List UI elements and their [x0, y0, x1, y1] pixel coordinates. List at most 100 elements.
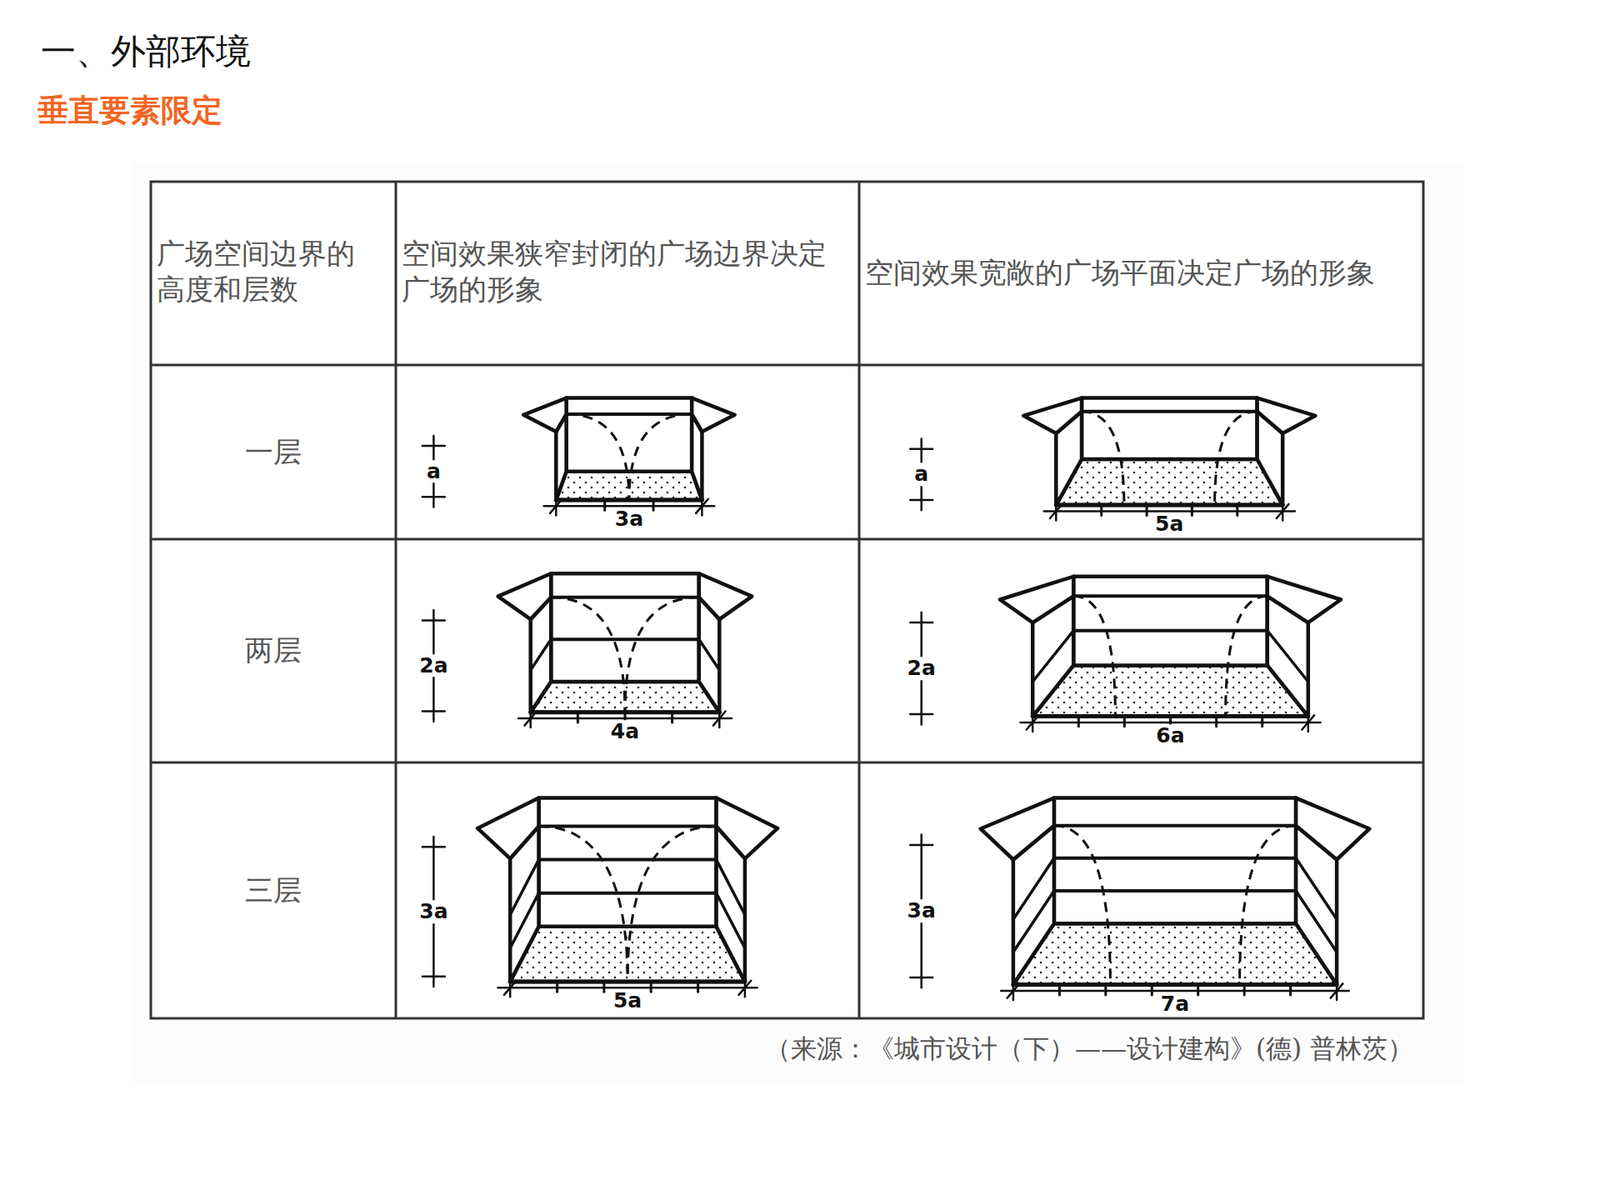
table-header: 空间效果狭窄封闭的广场边界决定 广场的形象 [401, 235, 852, 307]
roof-flap [699, 573, 753, 620]
floor-line [539, 825, 717, 829]
view-arc [539, 826, 629, 983]
dimension-tick [670, 714, 674, 723]
floor-line [1054, 889, 1296, 893]
view-arc [1225, 595, 1268, 716]
row-label: 三层 [245, 871, 302, 910]
roof-flap [1267, 576, 1341, 623]
floor-line [1013, 890, 1055, 953]
dimension-tick [422, 975, 445, 979]
dimension-tick [422, 445, 445, 448]
dimension-line [1000, 990, 1350, 993]
dimension-tick [910, 976, 933, 980]
floor-line [1295, 858, 1337, 920]
dimension-tick [910, 621, 933, 625]
table-rule [150, 538, 1424, 541]
roof-flap [716, 798, 779, 860]
dimension-tick [696, 983, 700, 992]
dimension-tick [1012, 981, 1015, 1000]
back-wall [566, 398, 693, 472]
dimension-tick [602, 983, 605, 992]
floor-line [1013, 858, 1055, 920]
table-header: 广场空间边界的 高度和层数 [156, 235, 384, 307]
table-border [150, 181, 1424, 1019]
back-wall [1081, 398, 1258, 460]
dimension-tick [1100, 507, 1103, 516]
dimension-tick [1077, 718, 1080, 727]
table-header: 空间效果宽敞的广场平面决定广场的形象 [865, 255, 1420, 291]
floor-line [550, 637, 700, 641]
view-arc [1240, 825, 1297, 985]
dimension-tick [1260, 718, 1264, 727]
roof-flap [477, 798, 539, 860]
dimension-tick [422, 845, 445, 849]
dimension-tick [1123, 718, 1126, 727]
dimension-tick [555, 983, 559, 992]
floor-line [1032, 630, 1074, 682]
view-arc [1054, 825, 1111, 985]
roof-flap [691, 398, 735, 432]
row-label: 两层 [245, 631, 302, 670]
dimension-tick [576, 714, 580, 723]
source-caption: （来源：《城市设计（下）——设计建构》(德) 普林茨） [765, 1031, 1414, 1067]
dimension-tick [744, 978, 747, 997]
dimension-tick [910, 844, 933, 847]
dimension-tick [603, 501, 606, 510]
table-ground [131, 163, 1465, 1084]
base-line [1055, 503, 1283, 508]
dimension-label: 5a [1152, 513, 1186, 537]
roof-flap [1295, 798, 1370, 860]
roof-flap [980, 798, 1055, 860]
dimension-tick [1243, 986, 1246, 995]
roof-flap [523, 398, 566, 432]
floor-line [539, 858, 717, 862]
dimension-tick [1335, 981, 1339, 1000]
dimension-tick [1196, 986, 1200, 995]
dimension-tick [1215, 718, 1218, 727]
dimension-tick [1145, 507, 1149, 516]
dimension-line [1044, 510, 1295, 513]
roof-flap [1000, 576, 1074, 623]
dimension-line [498, 986, 758, 990]
dimension-tick [652, 501, 655, 510]
dimension-tick [1289, 986, 1292, 995]
view-arc [566, 414, 630, 500]
view-arc [625, 597, 700, 713]
floor-line [716, 860, 745, 915]
dimension-tick [910, 499, 933, 502]
table-rule [858, 181, 861, 1019]
floor-line [1295, 890, 1337, 953]
row-label: 一层 [245, 433, 302, 472]
back-wall [550, 573, 700, 682]
dimension-tick [422, 495, 445, 499]
section-subtitle: 垂直要素限定 [37, 90, 223, 132]
sketches [422, 398, 1370, 1000]
dimension-tick [1058, 986, 1061, 995]
table-rule [150, 761, 1424, 765]
dimension-tick [650, 983, 653, 992]
dimension-label: 3a [612, 508, 646, 532]
floor-line [1073, 629, 1268, 633]
floor-line [1054, 824, 1296, 828]
dimension-tick [422, 710, 445, 713]
dimension-tick [1150, 986, 1154, 995]
dimension-tick [529, 709, 532, 728]
dimension-label: 7a [1158, 992, 1192, 1016]
dimension-label: 4a [608, 720, 642, 744]
floor-line [699, 639, 720, 670]
dimension-tick [1031, 713, 1035, 732]
view-arc [1215, 411, 1258, 505]
dimension-tick [1104, 986, 1107, 995]
dimension-label: 6a [1153, 724, 1187, 748]
floor-line [1054, 856, 1296, 860]
dimension-tick [910, 448, 933, 451]
floor-line [530, 639, 552, 670]
dimension-tick [1307, 713, 1310, 732]
floor-line [1081, 410, 1258, 414]
table-rule [150, 364, 1424, 367]
page-title: 一、外部环境 [40, 28, 251, 75]
dimension-line [544, 505, 715, 508]
dimension-tick [700, 496, 704, 515]
